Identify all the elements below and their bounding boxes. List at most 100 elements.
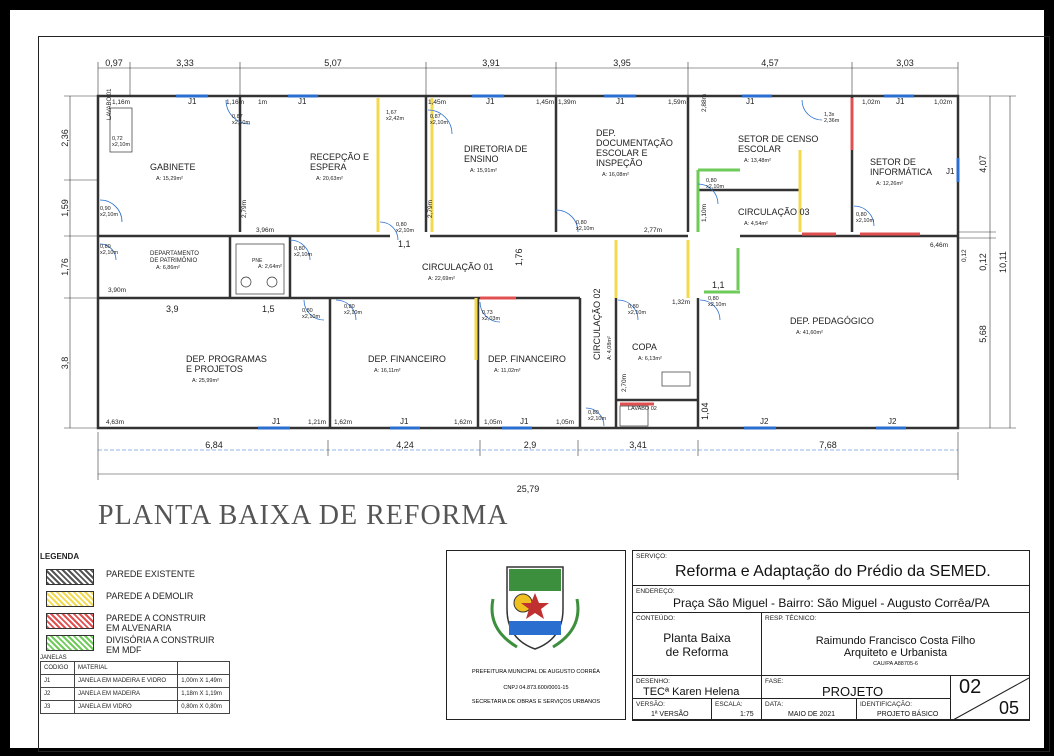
room-area: A: 25,99m² xyxy=(192,378,219,384)
window-label: J1 xyxy=(400,417,409,426)
bottom-dimension-line xyxy=(97,432,959,480)
data-label: DATA: xyxy=(765,701,784,708)
door-label: x2,10m xyxy=(344,310,362,316)
inner-dimension: 2,70m xyxy=(621,374,628,392)
room-name: GABINETE xyxy=(150,162,196,172)
inner-dimension: 1,62m xyxy=(454,419,472,426)
inner-dimension: 1,10m xyxy=(701,204,708,222)
room-name: INSPEÇÃO xyxy=(596,158,643,168)
top-dimension: 3,95 xyxy=(613,58,631,68)
door-label: x2,10m xyxy=(396,228,414,234)
versao-value: 1ª VERSÃO xyxy=(651,711,689,718)
endereco-label: ENDEREÇO: xyxy=(636,588,675,595)
room-area: A: 6,13m² xyxy=(638,356,662,362)
door-label: 0,80 xyxy=(628,304,639,310)
inner-dimension: 1,16m xyxy=(226,99,244,106)
door-label: 0,72 xyxy=(112,136,123,142)
sheet-number-cell: 02 05 xyxy=(950,675,1030,721)
room-name: ENSINO xyxy=(464,154,499,164)
left-dimension-line xyxy=(64,95,98,429)
legend-item: DIVISÓRIA A CONSTRUIR EM MDF xyxy=(40,633,240,655)
ident-cell: IDENTIFICAÇÃO: PROJETO BÁSICO xyxy=(856,698,951,721)
legend-swatch xyxy=(46,635,94,651)
desenho-cell: DESENHO: TECª Karen Helena xyxy=(632,675,762,699)
windows xyxy=(176,94,960,430)
door-label: 0,80 xyxy=(706,178,717,184)
inner-dimension: 3,9 xyxy=(166,304,179,314)
room-name: PNE xyxy=(252,258,263,264)
inner-dimension: 1,05m xyxy=(484,419,502,426)
room-name: DE PATRIMÔNIO xyxy=(150,257,197,264)
title-block-info: SERVIÇO: Reforma e Adaptação do Prédio d… xyxy=(632,550,1030,721)
window-label: J2 xyxy=(888,417,897,426)
room-name: CIRCULAÇÃO 01 xyxy=(422,262,494,272)
janelas-cell: JANELA EM MADEIRA E VIDRO xyxy=(74,674,179,688)
janelas-header-row: CODIGO MATERIAL xyxy=(39,661,230,675)
org-cnpj: CNPJ 04.873.600/0001-15 xyxy=(503,685,569,691)
inner-dimension: 1,02m xyxy=(934,99,952,106)
inner-dimension: 1,16m xyxy=(112,99,130,106)
servico-row: SERVIÇO: Reforma e Adaptação do Prédio d… xyxy=(632,550,1030,586)
door-label: 0,87 xyxy=(430,114,441,120)
window-label: J1 xyxy=(298,97,307,106)
inner-dimension: 1,5 xyxy=(262,304,275,314)
door-swings xyxy=(99,99,875,427)
inner-dimension: 1m xyxy=(258,99,267,106)
legend-item: PAREDE A CONSTRUIR EM ALVENARIA xyxy=(40,611,240,633)
title-block-logo-panel: PREFEITURA MUNICIPAL DE AUGUSTO CORRÊA C… xyxy=(446,550,626,720)
janelas-cell: JANELA EM MADEIRA xyxy=(74,687,179,701)
door-label: 0,73 xyxy=(482,310,493,316)
top-dimension-line xyxy=(97,62,959,96)
door-label: x2,10m xyxy=(100,250,118,256)
door-label: 2,36m xyxy=(824,118,840,124)
legend-swatch xyxy=(46,613,94,629)
room-name: ESCOLAR xyxy=(738,144,782,154)
room-name: E PROJETOS xyxy=(186,364,243,374)
data-value: MAIO DE 2021 xyxy=(788,711,836,718)
window-label: J1 xyxy=(616,97,625,106)
room-name: CIRCULAÇÃO 02 xyxy=(592,288,602,360)
endereco-value: Praça São Miguel - Bairro: São Miguel - … xyxy=(673,596,990,610)
janelas-header-cell: MATERIAL xyxy=(74,661,179,675)
door-label: x2,10m xyxy=(588,416,606,422)
room-name: COPA xyxy=(632,342,657,352)
inner-dimension: 2,88m xyxy=(701,94,708,112)
door-label: x2,10m xyxy=(628,310,646,316)
bottom-dimension: 2,9 xyxy=(524,440,537,450)
door-label: 0,80 xyxy=(708,296,719,302)
janelas-cell: 0,80m X 0,80m xyxy=(177,700,230,714)
escala-label: ESCALA: xyxy=(715,701,743,708)
room-name: DEP. xyxy=(596,128,616,138)
inner-dimension: 1,76 xyxy=(514,248,524,266)
top-dimension: 3,91 xyxy=(482,58,500,68)
window-label: J1 xyxy=(272,417,281,426)
door-label: 0,80 xyxy=(294,246,305,252)
versao-label: VERSÃO: xyxy=(636,701,665,708)
conteudo-value: Planta Baixa de Reforma xyxy=(663,631,731,659)
door-label: 1,3x xyxy=(824,112,835,118)
inner-dimension: 1,05m xyxy=(556,419,574,426)
right-dimension: 0,12 xyxy=(978,253,988,271)
right-dimension: 5,68 xyxy=(978,325,988,343)
resp-label: RESP. TÉCNICO: xyxy=(765,615,817,622)
conteudo-cell: CONTEÚDO: Planta Baixa de Reforma xyxy=(632,612,762,676)
door-label: x2,10m xyxy=(294,252,312,258)
resp-title: Arquiteto e Urbanista xyxy=(843,647,948,659)
inner-dimension: 1,1 xyxy=(398,239,411,249)
drawing-title: PLANTA BAIXA DE REFORMA xyxy=(98,500,509,531)
sheet-number-divider xyxy=(952,677,1030,721)
resp-cell: RESP. TÉCNICO: Raimundo Francisco Costa … xyxy=(761,612,1030,676)
room-area: A: 15,29m² xyxy=(156,176,183,182)
servico-value: Reforma e Adaptação do Prédio da SEMED. xyxy=(675,563,991,580)
door-label: x2,10m xyxy=(856,218,874,224)
inner-dimension: 6,46m xyxy=(930,242,948,249)
door-label: x2,10m xyxy=(708,302,726,308)
room-name: DEP. FINANCEIRO xyxy=(488,354,566,364)
janelas-header-cell: CODIGO xyxy=(39,661,76,675)
resp-name: Raimundo Francisco Costa Filho xyxy=(815,635,976,647)
